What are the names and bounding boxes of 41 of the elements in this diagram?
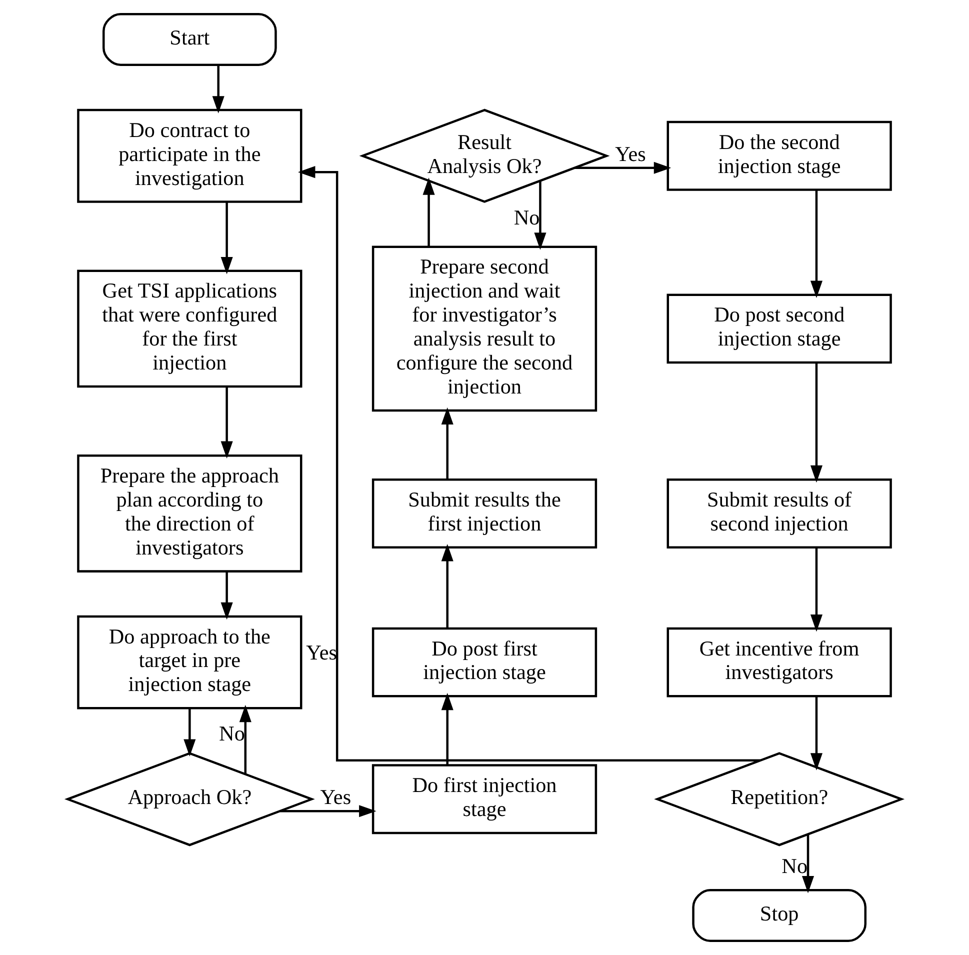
arrow (220, 386, 233, 458)
node-box: Do first injection stage (372, 764, 598, 834)
edge-label: No (782, 854, 808, 878)
edge-label: No (514, 205, 540, 230)
arrow (810, 548, 822, 632)
arrow (184, 708, 196, 756)
edge-label: No (219, 721, 245, 746)
arrow (239, 704, 252, 774)
node-box: Get TSI applications that were configured for the first injection (77, 270, 302, 388)
arrow (574, 162, 672, 174)
arrow (220, 202, 233, 274)
node-box: Start (102, 12, 277, 66)
node-box: Do contract to participate in the investigation (77, 108, 302, 203)
node-box: Prepare second injection and wait for investigator’s analysis result to configure the second injection (372, 246, 598, 412)
arrow (810, 190, 822, 298)
edge-label: Yes (320, 785, 352, 810)
node-box: Stop (692, 889, 867, 942)
arrow (212, 65, 224, 114)
arrow (422, 178, 435, 247)
arrow (220, 571, 233, 620)
node-box: Do the second injection stage (666, 120, 892, 191)
arrow (441, 407, 454, 480)
node-diamond: Result Analysis Ok? (359, 108, 610, 203)
arrow (441, 692, 454, 765)
node-box: Do post first injection stage (372, 627, 598, 698)
arrow (298, 166, 760, 762)
node-box: Do post second injection stage (666, 294, 892, 364)
node-box: Prepare the approach plan according to the direction of investigators (77, 454, 302, 572)
arrow (534, 181, 546, 250)
node-box: Submit results of second injection (666, 478, 892, 548)
arrow (441, 544, 454, 628)
node-box: Get incentive from investigators (666, 627, 892, 698)
edge-label: Yes (306, 640, 337, 664)
arrow (810, 362, 822, 483)
arrow (810, 696, 822, 770)
edge-label: Yes (615, 142, 646, 166)
node-diamond: Approach Ok? (64, 752, 315, 846)
arrow (802, 834, 814, 894)
arrow (280, 805, 376, 818)
node-box: Submit results the first injection (372, 478, 598, 548)
node-box: Do approach to the target in pre injection stage (77, 615, 302, 710)
